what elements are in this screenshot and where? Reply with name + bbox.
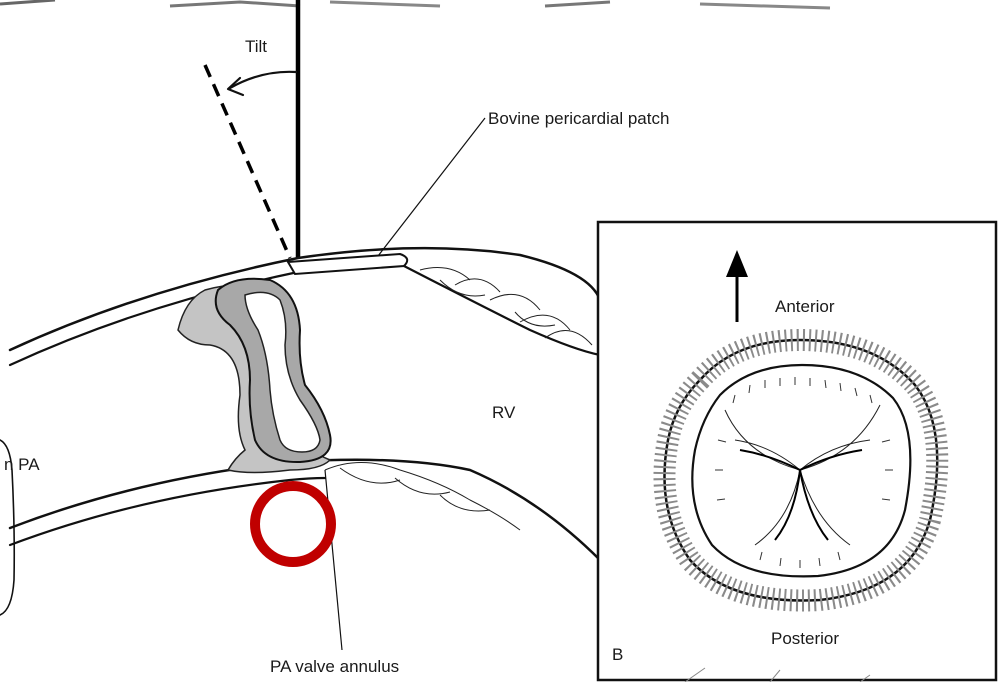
lower-vessel-wall-outer: [10, 460, 600, 560]
main-pa-label: n PA: [4, 455, 40, 474]
posterior-label: Posterior: [771, 629, 839, 648]
valve-ring-inner: [692, 365, 910, 576]
tilted-axis-dashed-line: [205, 65, 290, 258]
highlight-circle: [255, 486, 331, 562]
rv-wall-upper: [404, 266, 600, 355]
rv-label: RV: [492, 403, 516, 422]
inset-panel: [598, 222, 996, 680]
tilt-arrow-head: [228, 78, 243, 95]
rv-wall-upper-trabeculae: [420, 268, 592, 345]
bovine-patch-label: Bovine pericardial patch: [488, 109, 669, 128]
tilt-label: Tilt: [245, 37, 267, 56]
rv-wall-lower-trabeculae: [325, 463, 520, 531]
tilt-arrow: [230, 72, 296, 88]
annulus-leader-line: [325, 470, 342, 650]
panel-b-label: B: [612, 645, 623, 664]
patch-leader-line: [378, 118, 485, 256]
pa-valve-annulus-label: PA valve annulus: [270, 657, 399, 676]
top-edge-fragments: [0, 0, 830, 8]
anterior-label: Anterior: [775, 297, 835, 316]
